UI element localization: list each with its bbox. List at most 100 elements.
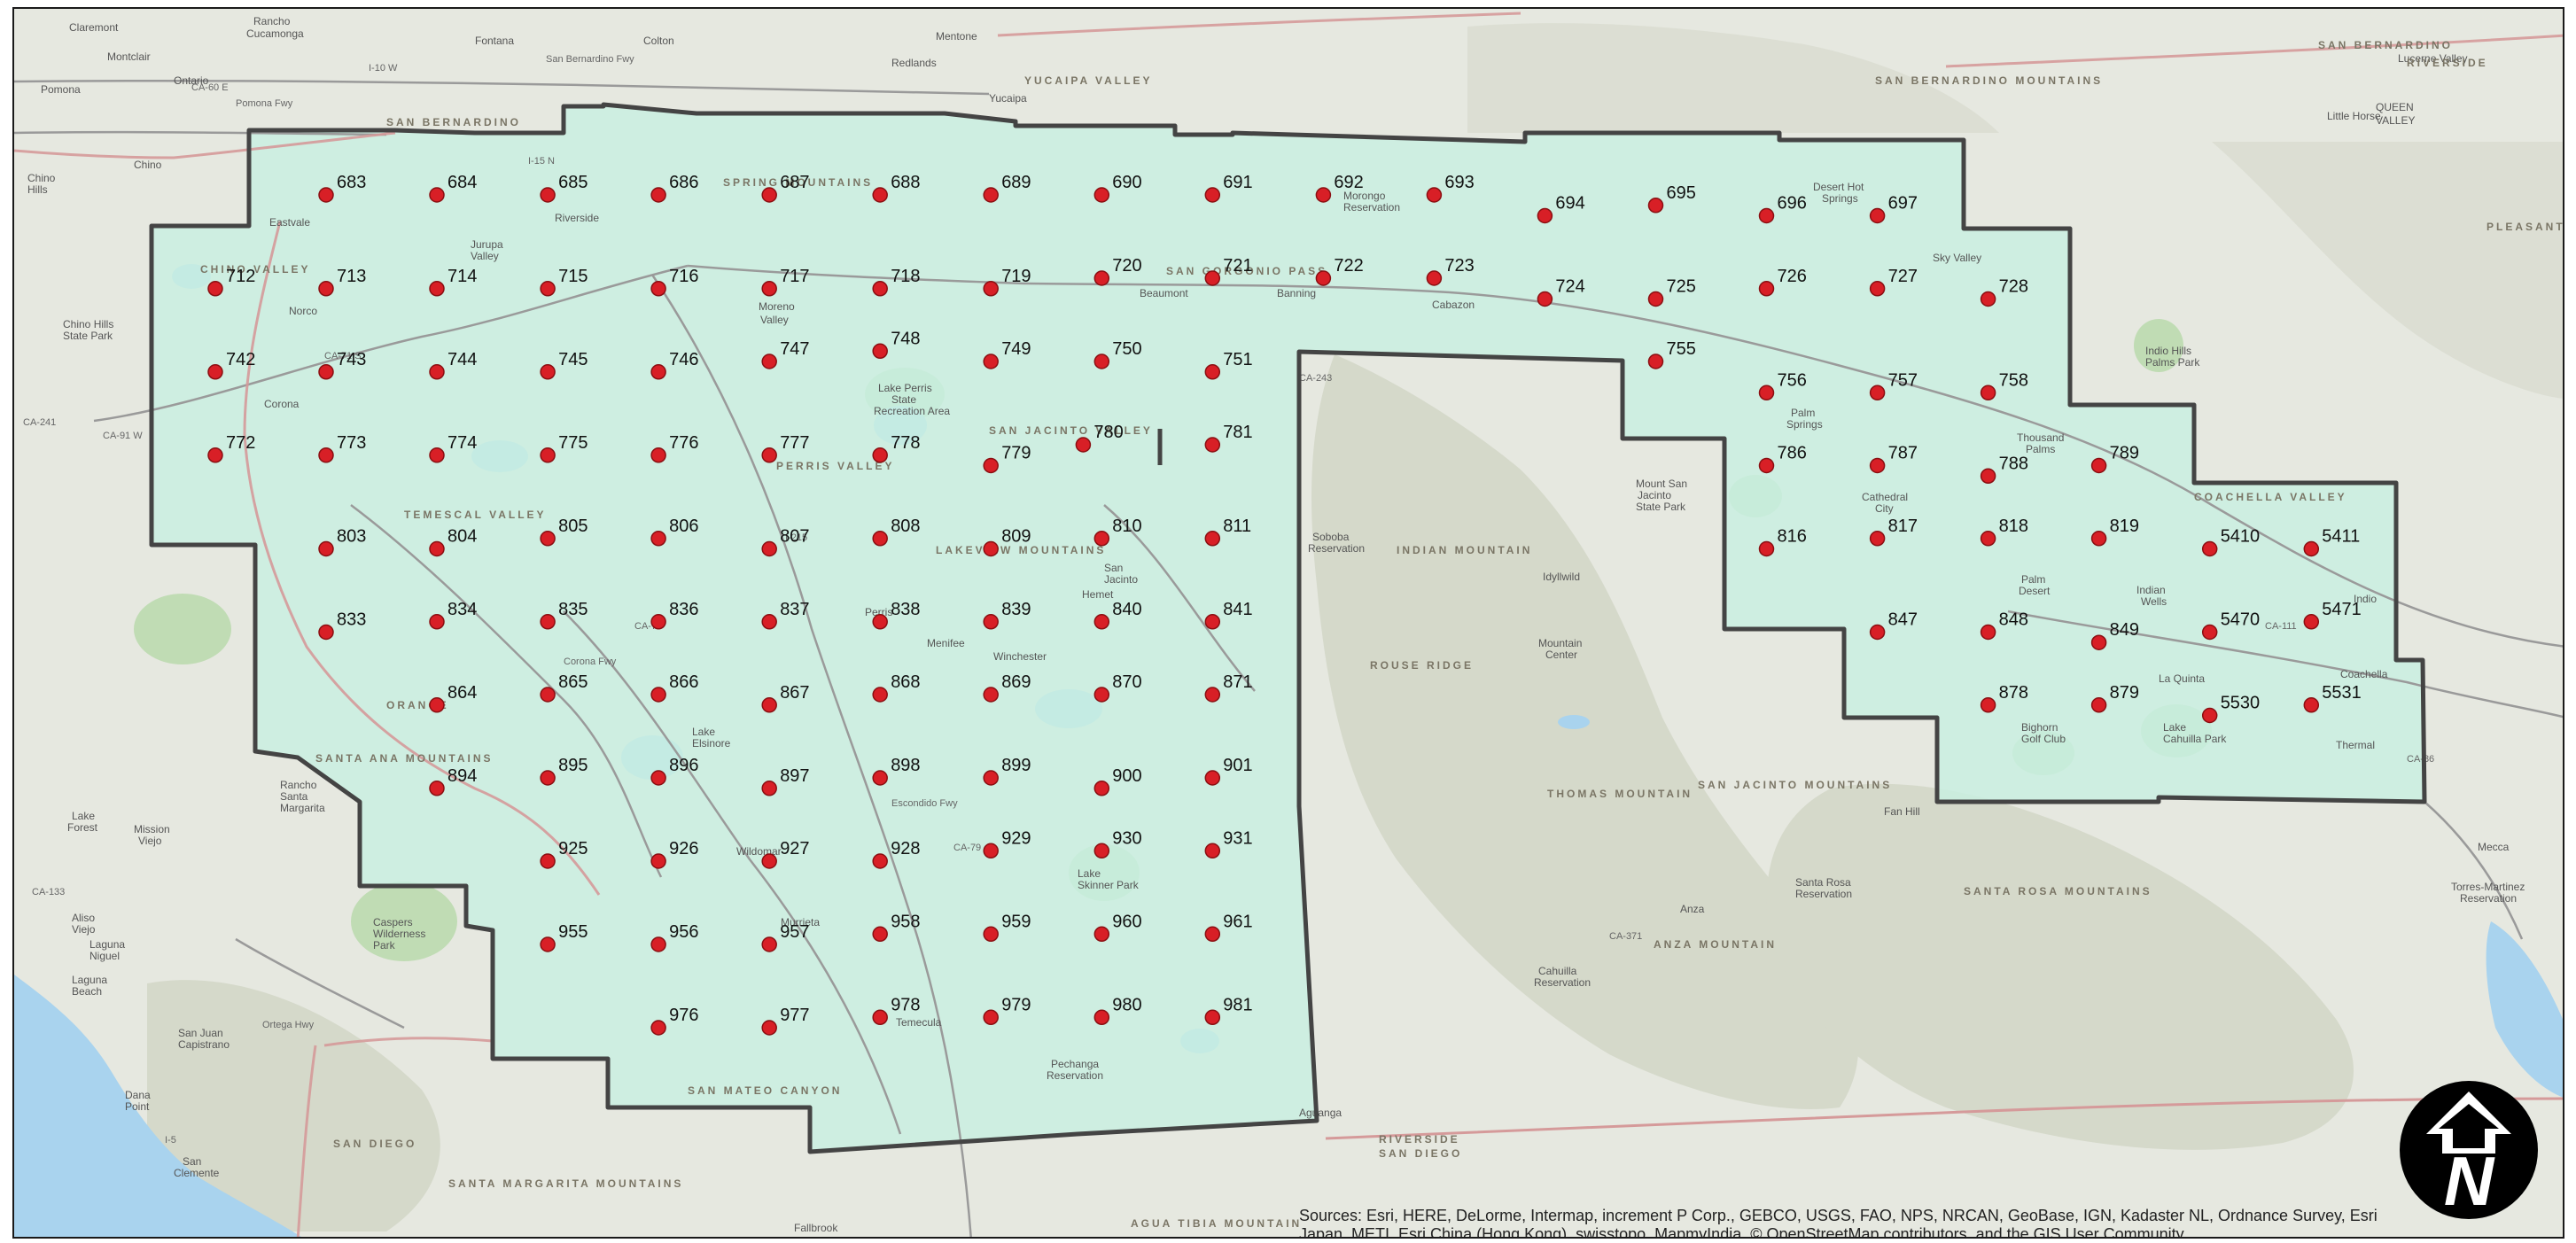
grid-point-837[interactable] [761, 614, 777, 630]
grid-point-718[interactable] [872, 281, 888, 297]
grid-point-899[interactable] [983, 770, 999, 786]
grid-point-836[interactable] [650, 614, 666, 630]
grid-point-817[interactable] [1869, 531, 1886, 547]
grid-point-848[interactable] [1980, 624, 1996, 641]
grid-point-694[interactable] [1537, 207, 1553, 224]
grid-point-749[interactable] [983, 353, 999, 369]
grid-point-715[interactable] [540, 281, 556, 297]
grid-point-697[interactable] [1869, 207, 1886, 224]
grid-point-722[interactable] [1315, 270, 1332, 286]
grid-point-686[interactable] [650, 187, 666, 203]
grid-point-978[interactable] [872, 1009, 888, 1026]
grid-point-789[interactable] [2090, 457, 2107, 474]
grid-point-871[interactable] [1204, 687, 1221, 703]
grid-point-897[interactable] [761, 781, 777, 796]
grid-point-810[interactable] [1093, 531, 1110, 547]
grid-point-980[interactable] [1093, 1009, 1110, 1026]
grid-point-691[interactable] [1204, 187, 1221, 203]
grid-point-780[interactable] [1075, 437, 1092, 453]
grid-point-894[interactable] [429, 781, 445, 796]
grid-point-931[interactable] [1204, 843, 1221, 859]
grid-point-816[interactable] [1758, 540, 1775, 557]
grid-point-688[interactable] [872, 187, 888, 203]
grid-point-811[interactable] [1204, 531, 1221, 547]
grid-point-925[interactable] [540, 853, 556, 869]
grid-point-5530[interactable] [2201, 707, 2218, 724]
grid-point-787[interactable] [1869, 457, 1886, 474]
grid-point-779[interactable] [983, 457, 999, 474]
grid-point-723[interactable] [1426, 270, 1443, 286]
grid-point-5411[interactable] [2303, 540, 2320, 557]
grid-point-713[interactable] [318, 281, 334, 297]
grid-point-786[interactable] [1758, 457, 1775, 474]
grid-point-774[interactable] [429, 447, 445, 463]
grid-point-716[interactable] [650, 281, 666, 297]
map-frame[interactable]: Claremont Rancho Cucamonga Fontana Colto… [12, 7, 2564, 1239]
grid-point-5410[interactable] [2201, 540, 2218, 557]
grid-point-956[interactable] [650, 936, 666, 952]
grid-point-804[interactable] [429, 540, 445, 557]
grid-point-748[interactable] [872, 343, 888, 360]
grid-point-717[interactable] [761, 281, 777, 297]
grid-point-864[interactable] [429, 697, 445, 713]
grid-point-809[interactable] [983, 540, 999, 557]
grid-point-840[interactable] [1093, 614, 1110, 630]
grid-point-776[interactable] [650, 447, 666, 463]
grid-point-689[interactable] [983, 187, 999, 203]
grid-point-955[interactable] [540, 936, 556, 952]
grid-point-684[interactable] [429, 187, 445, 203]
grid-point-878[interactable] [1980, 697, 1996, 713]
grid-point-959[interactable] [983, 926, 999, 943]
grid-point-979[interactable] [983, 1009, 999, 1026]
grid-point-719[interactable] [983, 281, 999, 297]
grid-point-692[interactable] [1315, 187, 1332, 203]
grid-point-895[interactable] [540, 770, 556, 786]
grid-point-806[interactable] [650, 531, 666, 547]
grid-point-726[interactable] [1758, 281, 1775, 297]
grid-point-720[interactable] [1093, 270, 1110, 286]
grid-point-5531[interactable] [2303, 697, 2320, 713]
grid-point-758[interactable] [1980, 385, 1996, 401]
grid-point-926[interactable] [650, 853, 666, 869]
grid-point-683[interactable] [318, 187, 334, 203]
grid-point-693[interactable] [1426, 187, 1443, 203]
grid-point-834[interactable] [429, 614, 445, 630]
grid-point-847[interactable] [1869, 624, 1886, 641]
grid-point-928[interactable] [872, 853, 888, 869]
grid-point-961[interactable] [1204, 926, 1221, 943]
grid-point-929[interactable] [983, 843, 999, 859]
grid-point-819[interactable] [2090, 531, 2107, 547]
grid-point-756[interactable] [1758, 385, 1775, 401]
grid-point-900[interactable] [1093, 781, 1110, 796]
grid-point-744[interactable] [429, 364, 445, 380]
grid-point-808[interactable] [872, 531, 888, 547]
grid-point-869[interactable] [983, 687, 999, 703]
grid-point-901[interactable] [1204, 770, 1221, 786]
grid-point-927[interactable] [761, 853, 777, 869]
grid-point-957[interactable] [761, 936, 777, 952]
grid-point-839[interactable] [983, 614, 999, 630]
grid-point-773[interactable] [318, 447, 334, 463]
grid-point-960[interactable] [1093, 926, 1110, 943]
grid-point-833[interactable] [318, 624, 334, 641]
grid-point-712[interactable] [207, 281, 223, 297]
grid-point-778[interactable] [872, 447, 888, 463]
grid-point-807[interactable] [761, 540, 777, 557]
grid-point-695[interactable] [1647, 198, 1664, 214]
grid-point-870[interactable] [1093, 687, 1110, 703]
grid-point-977[interactable] [761, 1020, 777, 1036]
grid-point-728[interactable] [1980, 291, 1996, 307]
grid-point-687[interactable] [761, 187, 777, 203]
grid-point-896[interactable] [650, 770, 666, 786]
grid-point-958[interactable] [872, 926, 888, 943]
grid-point-775[interactable] [540, 447, 556, 463]
grid-point-755[interactable] [1647, 353, 1664, 369]
grid-point-5470[interactable] [2201, 624, 2218, 641]
grid-point-745[interactable] [540, 364, 556, 380]
grid-point-747[interactable] [761, 353, 777, 369]
grid-point-721[interactable] [1204, 270, 1221, 286]
grid-point-818[interactable] [1980, 531, 1996, 547]
grid-point-750[interactable] [1093, 353, 1110, 369]
grid-point-838[interactable] [872, 614, 888, 630]
grid-point-727[interactable] [1869, 281, 1886, 297]
